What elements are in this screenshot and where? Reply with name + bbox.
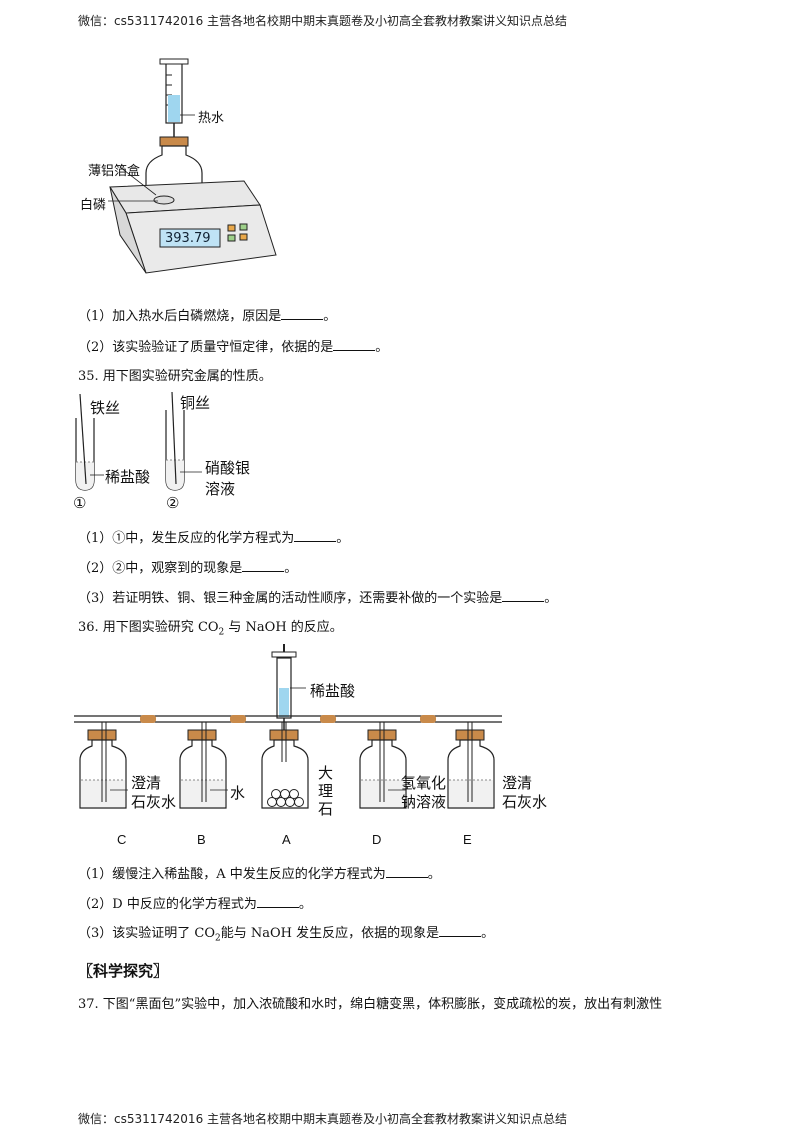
bottle-e-label-line2: 石灰水 bbox=[502, 793, 548, 811]
bottle-b-label: 水 bbox=[230, 784, 246, 802]
q35-part3: （3）若证明铁、铜、银三种金属的活动性顺序，还需要补做的一个实验是。 bbox=[78, 591, 558, 606]
bottle-d-label-line2: 钠溶液 bbox=[401, 793, 447, 811]
copper-wire-label: 铜丝 bbox=[180, 394, 211, 412]
tube1-label: ① bbox=[73, 494, 87, 512]
q37-text: 37. 下图“黑面包”实验中，加入浓硫酸和水时，绵白糖变黑，体积膨胀，变成疏松的… bbox=[78, 997, 663, 1012]
q35-stem: 35. 用下图实验研究金属的性质。 bbox=[78, 369, 272, 384]
bottle-c bbox=[79, 722, 127, 809]
bottle-d bbox=[359, 722, 407, 809]
bottle-e-letter: E bbox=[463, 832, 472, 847]
bottle-e bbox=[447, 722, 495, 809]
foil-box-label: 薄铝箔盒 bbox=[88, 164, 141, 179]
balance-figure bbox=[108, 58, 277, 274]
bottle-c-label-line1: 澄清 bbox=[131, 774, 162, 792]
co2-naoh-apparatus-figure bbox=[74, 644, 502, 809]
bottle-a-label-line2: 理 bbox=[318, 782, 334, 800]
page-footer: 微信：cs5311742016 主营各地名校期中期末真题卷及小初高全套教材教案讲… bbox=[78, 1112, 568, 1126]
q35-part1: （1）①中，发生反应的化学方程式为。 bbox=[78, 531, 350, 546]
section-heading: 〖科学探究〗 bbox=[78, 962, 169, 980]
q36-part3: （3）该实验证明了 CO2能与 NaOH 发生反应，依据的现象是。 bbox=[78, 926, 495, 944]
hot-water-label: 热水 bbox=[198, 111, 225, 126]
bottle-e-label-line1: 澄清 bbox=[502, 774, 533, 792]
q36-part1: （1）缓慢注入稀盐酸，A 中发生反应的化学方程式为。 bbox=[78, 867, 441, 882]
silver-nitrate-label-line2: 溶液 bbox=[205, 480, 236, 498]
bottle-a-label-line1: 大 bbox=[318, 764, 334, 782]
q34-part2: （2）该实验验证了质量守恒定律，依据的是。 bbox=[78, 340, 389, 355]
white-phosphorus-label: 白磷 bbox=[80, 198, 107, 213]
page-header: 微信：cs5311742016 主营各地名校期中期末真题卷及小初高全套教材教案讲… bbox=[78, 14, 568, 28]
q35-part2: （2）②中，观察到的现象是。 bbox=[78, 561, 298, 576]
bottle-a-label-line3: 石 bbox=[318, 800, 334, 818]
bottle-a bbox=[261, 722, 309, 809]
q34-part1: （1）加入热水后白磷燃烧，原因是。 bbox=[78, 309, 337, 324]
bottle-b-letter: B bbox=[197, 832, 206, 847]
iron-wire-label: 铁丝 bbox=[90, 399, 121, 417]
bottle-c-label-line2: 石灰水 bbox=[131, 793, 177, 811]
metal-test-tubes-figure bbox=[75, 391, 202, 491]
q36-stem: 36. 用下图实验研究 CO2 与 NaOH 的反应。 bbox=[78, 620, 343, 638]
silver-nitrate-label-line1: 硝酸银 bbox=[205, 459, 251, 477]
tube2-label: ② bbox=[166, 494, 180, 512]
bottle-b bbox=[179, 722, 227, 809]
bottle-a-letter: A bbox=[282, 832, 291, 847]
q36-part2: （2）D 中反应的化学方程式为。 bbox=[78, 897, 312, 912]
bottle-c-letter: C bbox=[117, 832, 127, 847]
bottle-d-letter: D bbox=[372, 832, 382, 847]
dilute-hcl-label: 稀盐酸 bbox=[105, 468, 151, 486]
balance-display-value: 393.79 bbox=[165, 231, 211, 246]
bottle-d-label-line1: 氢氧化 bbox=[401, 774, 447, 792]
syringe-acid-label: 稀盐酸 bbox=[310, 682, 356, 700]
